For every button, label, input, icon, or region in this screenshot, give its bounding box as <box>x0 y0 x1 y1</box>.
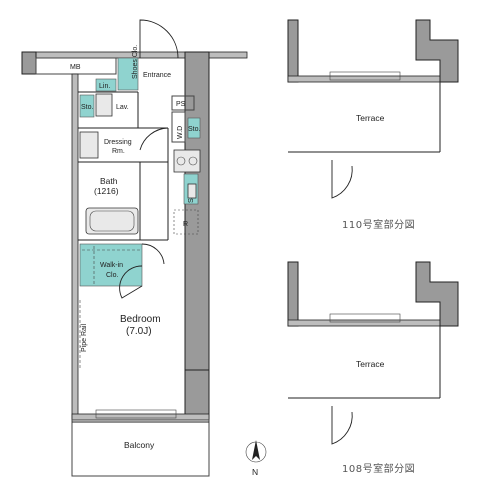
kitchen-sink <box>187 183 197 199</box>
bottom-wall <box>71 413 210 421</box>
right-wall <box>184 51 210 421</box>
main-unit: MB Balcony Entrance Shoes Clo. Lin. Sto.… <box>21 19 248 477</box>
north-arrow: N <box>245 440 267 477</box>
ps-box <box>171 95 195 111</box>
shoes-label: Shoes Clo. <box>132 45 139 79</box>
p108-top-band <box>287 319 459 327</box>
bathtub-inner <box>89 210 135 232</box>
lav-label: Lav. <box>116 104 129 111</box>
burner-2 <box>188 156 198 166</box>
dressing-label: Dressing <box>104 139 132 146</box>
p108-terrace-label: Terrace <box>356 359 385 369</box>
pipe-rail-label: Pipe Rail <box>81 324 88 352</box>
bath-size: (1216) <box>94 186 119 196</box>
cooktop <box>173 149 201 173</box>
p110-gate <box>331 160 353 199</box>
plan-108: Terrace 108号室部分図 <box>287 261 459 475</box>
entrance-label: Entrance <box>143 72 171 79</box>
bedroom-door <box>141 243 165 265</box>
p110-terrace-label: Terrace <box>356 113 385 123</box>
walk-in-label-2: Clo. <box>106 272 119 279</box>
linen-closet <box>95 78 117 92</box>
sto-1-label: Sto. <box>81 104 94 111</box>
p108-left-wall <box>287 261 299 327</box>
storage-2 <box>187 117 201 139</box>
bathtub <box>85 207 139 235</box>
wd-label: W.D <box>177 126 184 139</box>
lavatory-sink <box>95 93 113 117</box>
ps-label: PS <box>176 101 186 108</box>
left-wall <box>71 73 79 421</box>
plan-110: Terrace 110号室部分図 <box>287 19 459 231</box>
sto-2-label: Sto. <box>188 126 201 133</box>
p110-left-wall <box>287 19 299 83</box>
burner-1 <box>176 156 186 166</box>
top-left-wall <box>21 51 37 75</box>
bedroom-label: Bedroom <box>120 314 161 325</box>
walk-in-closet <box>79 243 143 287</box>
p108-right-block <box>415 261 459 327</box>
p110-caption: 110号室部分図 <box>342 218 415 231</box>
walk-in-label: Walk-in <box>100 262 123 269</box>
balcony-label: Balcony <box>124 440 155 450</box>
p108-window <box>329 313 401 323</box>
balcony-area <box>71 419 210 477</box>
p110-window <box>329 71 401 81</box>
r-label: R <box>183 221 188 228</box>
north-label: N <box>252 467 258 477</box>
entrance-door <box>139 19 179 59</box>
lin-label: Lin. <box>99 83 110 90</box>
right-wall-lower <box>184 369 210 421</box>
storage-1 <box>79 94 95 118</box>
dressing-sink <box>79 131 99 159</box>
mb-label: MB <box>70 64 81 71</box>
wd-box <box>171 111 186 143</box>
p108-caption: 108号室部分図 <box>342 462 415 475</box>
dressing-label-2: Rm. <box>112 148 125 155</box>
dressing-door <box>139 127 169 151</box>
refrigerator <box>173 209 199 235</box>
north-pointer <box>252 440 260 460</box>
closet-door <box>119 265 143 299</box>
p110-top-band <box>287 75 459 83</box>
shoes-closet <box>117 57 139 91</box>
bath-label: Bath <box>100 176 118 186</box>
p110-right-block <box>415 19 459 83</box>
p108-gate <box>331 406 353 445</box>
bedroom-size: (7.0J) <box>126 326 152 337</box>
